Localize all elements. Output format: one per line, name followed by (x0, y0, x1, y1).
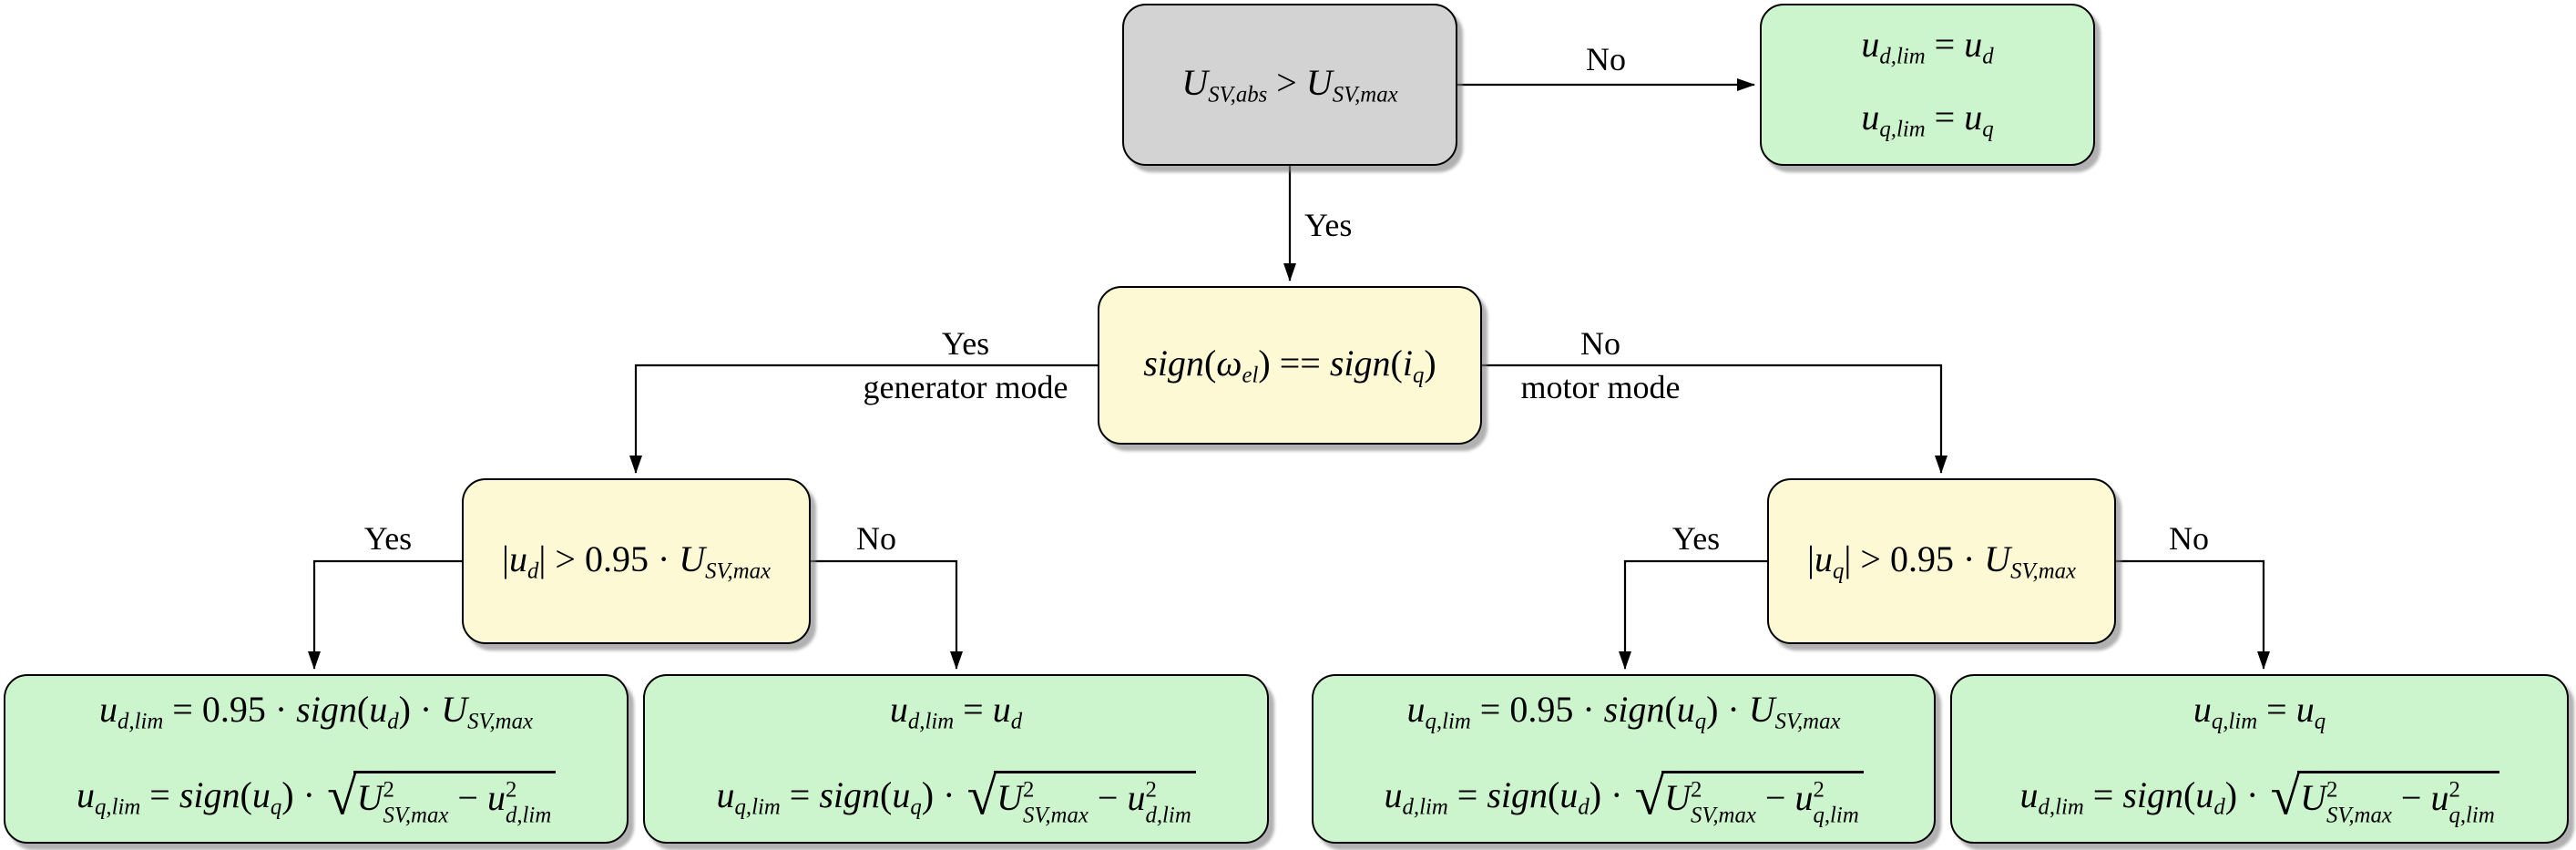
edge-label-ud-yes: Yes (363, 520, 413, 557)
edge-label-ud-no: No (856, 520, 896, 557)
connector-uq-no (2116, 559, 2270, 670)
edge-label-uq-yes: Yes (1671, 520, 1721, 557)
formula: uq,lim = uq (1861, 96, 1994, 142)
node-ud-threshold-check: |ud| > 0.95 · USV,max (462, 478, 811, 644)
connector-sign-no (1482, 364, 1947, 474)
node-uq-threshold-check: |uq| > 0.95 · USV,max (1767, 478, 2116, 644)
edge-label-root-yes: Yes (1304, 207, 1353, 243)
node-sign-comparison: sign(ωel) == sign(iq) (1098, 286, 1482, 445)
formula: uq,lim = 0.95 · sign(uq) · USV,max (1406, 689, 1841, 734)
edge-label-root-no: No (1586, 41, 1626, 77)
formula: |uq| > 0.95 · USV,max (1806, 538, 2077, 584)
formula: uq,lim = uq (2193, 689, 2326, 734)
connector-ud-no (811, 559, 963, 670)
edge-label-generator-mode: generator mode (863, 369, 1068, 405)
formula: USV,abs > USV,max (1181, 61, 1398, 108)
formula: ud,lim = 0.95 · sign(ud) · USV,max (98, 689, 533, 734)
connector-uq-yes (1619, 559, 1767, 670)
node-overvoltage-check: USV,abs > USV,max (1122, 4, 1457, 166)
formula: sign(ωel) == sign(iq) (1143, 342, 1436, 388)
edge-label-sign-yes: Yes (941, 325, 990, 362)
formula: |ud| > 0.95 · USV,max (501, 538, 772, 584)
node-result-motor-limit-uq: uq,lim = 0.95 · sign(uq) · USV,max ud,li… (1312, 674, 1936, 844)
formula: ud,lim = ud (889, 689, 1023, 734)
formula: ud,lim = ud (1861, 24, 1994, 69)
node-result-generator-limit-ud: ud,lim = 0.95 · sign(ud) · USV,max uq,li… (4, 674, 629, 844)
edge-label-motor-mode: motor mode (1520, 369, 1681, 405)
edge-label-uq-no: No (2169, 520, 2209, 557)
node-result-no-limiting: ud,lim = ud uq,lim = uq (1760, 4, 2095, 166)
connector-ud-yes (308, 559, 462, 670)
edge-label-sign-no: No (1580, 325, 1620, 362)
connector-sign-yes (629, 364, 1098, 474)
